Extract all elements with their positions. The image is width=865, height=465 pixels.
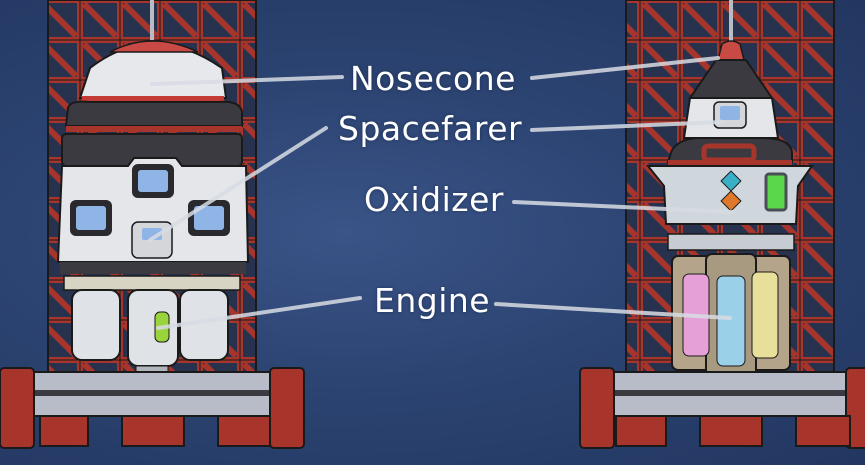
left-launch-platform — [0, 367, 305, 449]
oxidizer-label: Oxidizer — [364, 180, 504, 219]
engine-leader-left — [156, 296, 362, 330]
spacefarer-label: Spacefarer — [338, 109, 523, 148]
hazard-diamond-icon — [720, 170, 742, 192]
right-fuel-rods — [682, 271, 779, 367]
engine-leader-right — [494, 302, 732, 320]
oxidizer-leader-right — [512, 200, 734, 214]
right-nosecone — [717, 40, 745, 61]
engine-label: Engine — [374, 281, 491, 320]
spacefarer-leader-right — [530, 120, 724, 132]
nosecone-leader-right — [530, 56, 720, 80]
nosecone-label: Nosecone — [350, 59, 516, 98]
right-launch-platform — [579, 367, 865, 449]
oxidizer-gauge — [764, 172, 788, 212]
flame-diamond-icon — [720, 190, 742, 212]
nosecone-leader-left — [150, 75, 344, 86]
right-engine — [671, 253, 791, 393]
leader-lines — [148, 56, 734, 330]
left-rocket — [0, 0, 305, 449]
spacefarer-leader-left — [148, 126, 328, 242]
